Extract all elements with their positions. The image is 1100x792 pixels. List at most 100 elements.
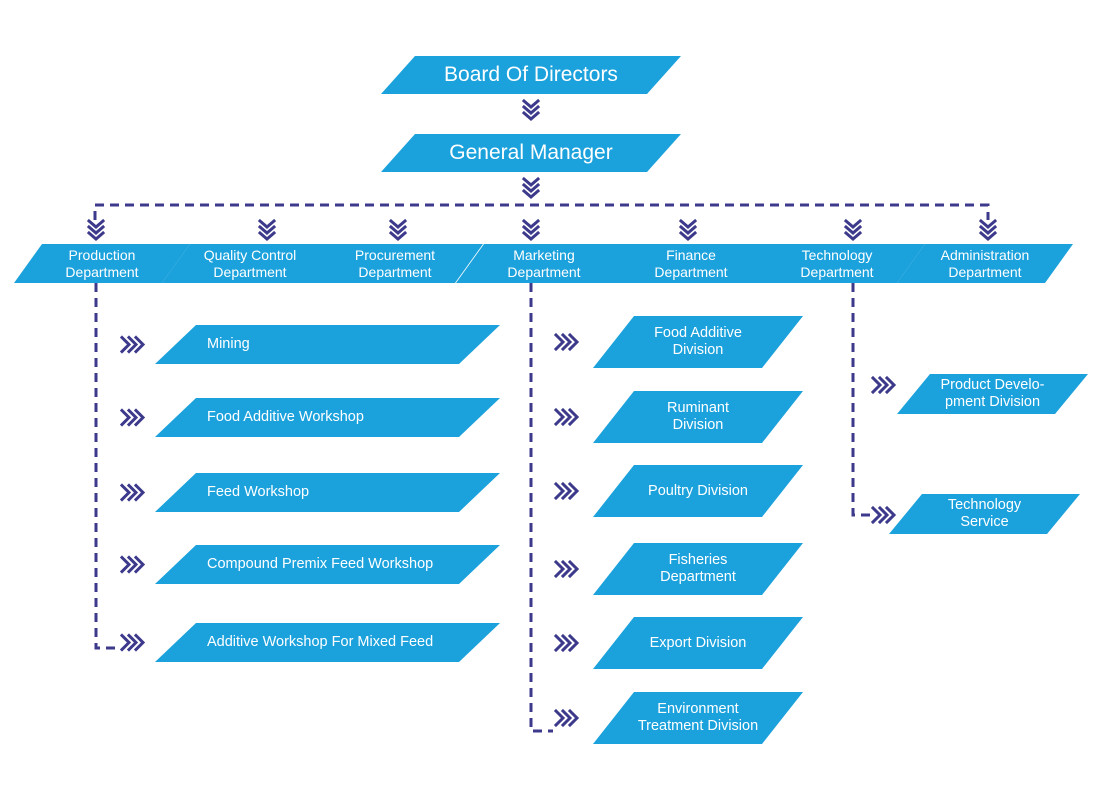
box-label: General Manager (449, 141, 612, 165)
box-label-line: Technology (801, 247, 873, 264)
department-chevrons-icon (978, 218, 998, 241)
manager-to-bus-chevrons-icon (521, 176, 541, 199)
box-label-line: Service (960, 514, 1009, 530)
box-label: Mining (155, 336, 250, 353)
board-of-directors-box: Board Of Directors (381, 56, 681, 94)
marketing-unit-chevrons-icon (553, 481, 580, 501)
production-unit-chevrons-icon (119, 483, 146, 502)
technology-unit-chevrons-icon (870, 375, 897, 395)
box-label-line: Export Division (649, 634, 747, 651)
parallelogram-shape (155, 473, 500, 512)
box-label-line: Department (65, 263, 139, 280)
box-label-line: Treatment Division (637, 718, 759, 734)
production-unit-chevrons-icon (119, 555, 146, 574)
parallelogram-shape (603, 244, 779, 283)
parallelogram-shape (307, 244, 483, 283)
department-chevrons-icon (678, 218, 698, 241)
production-unit-box: Mining (155, 325, 500, 364)
box-label-line: Board Of Directors (444, 62, 618, 86)
box-label-line: Procurement (354, 247, 436, 264)
parallelogram-shape (14, 244, 190, 283)
box-label-line: Department (213, 263, 287, 280)
marketing-unit-chevrons-icon (553, 559, 580, 579)
parallelogram-shape (897, 244, 1073, 283)
box-label-line: Department (800, 263, 874, 280)
department-chevrons-icon (257, 218, 277, 241)
marketing-branch-connector (529, 283, 553, 733)
parallelogram-shape (593, 543, 803, 595)
production-unit-chevrons-icon (119, 335, 146, 354)
box-label-line: Mining (207, 336, 250, 353)
marketing-unit-chevrons-icon (553, 332, 580, 352)
production-branch-connector (94, 283, 120, 650)
parallelogram-shape (593, 316, 803, 368)
production-unit-box: Feed Workshop (155, 473, 500, 512)
box-label: Product Develo-pment Division (941, 377, 1045, 410)
production-unit-chevrons-icon (119, 633, 146, 652)
box-label-line: Department (654, 263, 728, 280)
parallelogram-shape (155, 325, 500, 364)
box-label-line: pment Division (944, 394, 1041, 410)
box-label-line: Quality Control (203, 247, 297, 264)
parallelogram-shape (381, 134, 681, 172)
parallelogram-shape (593, 465, 803, 517)
box-label-line: Poultry Division (648, 482, 748, 499)
parallelogram-shape (155, 545, 500, 584)
department-chevrons-icon (86, 218, 106, 241)
marketing-unit-box: Export Division (593, 617, 803, 669)
parallelogram-shape (749, 244, 925, 283)
box-label-line: Department (358, 263, 432, 280)
production-unit-box: Additive Workshop For Mixed Feed (155, 623, 500, 662)
box-label-line: Marketing (513, 247, 575, 264)
parallelogram-shape (155, 623, 500, 662)
board-to-manager-chevrons-icon (521, 98, 541, 121)
parallelogram-shape (897, 374, 1088, 414)
box-label: Additive Workshop For Mixed Feed (155, 634, 433, 651)
box-label: Poultry Division (648, 483, 748, 500)
box-label: Food Additive Workshop (155, 409, 364, 426)
box-label-line: General Manager (449, 140, 613, 164)
box-label-line: Department (948, 263, 1022, 280)
technology-branch-connector (851, 283, 872, 517)
marketing-unit-box: Poultry Division (593, 465, 803, 517)
box-label-line: Production (68, 247, 136, 264)
box-label-line: Environment (657, 701, 739, 718)
box-label-line: Department (507, 263, 581, 280)
department-bus-connector (93, 203, 990, 220)
box-label-line: Food Additive (654, 325, 742, 342)
marketing-unit-chevrons-icon (553, 708, 580, 728)
box-label-line: Finance (666, 247, 716, 264)
box-label-line: Additive Workshop For Mixed Feed (207, 634, 434, 651)
box-label-line: Ruminant (666, 400, 730, 417)
production-unit-box: Compound Premix Feed Workshop (155, 545, 500, 584)
box-label-line: Technology (947, 497, 1022, 514)
general-manager-box: General Manager (381, 134, 681, 172)
box-label-line: Compound Premix Feed Workshop (207, 556, 434, 573)
parallelogram-shape (155, 398, 500, 437)
parallelogram-shape (162, 244, 338, 283)
